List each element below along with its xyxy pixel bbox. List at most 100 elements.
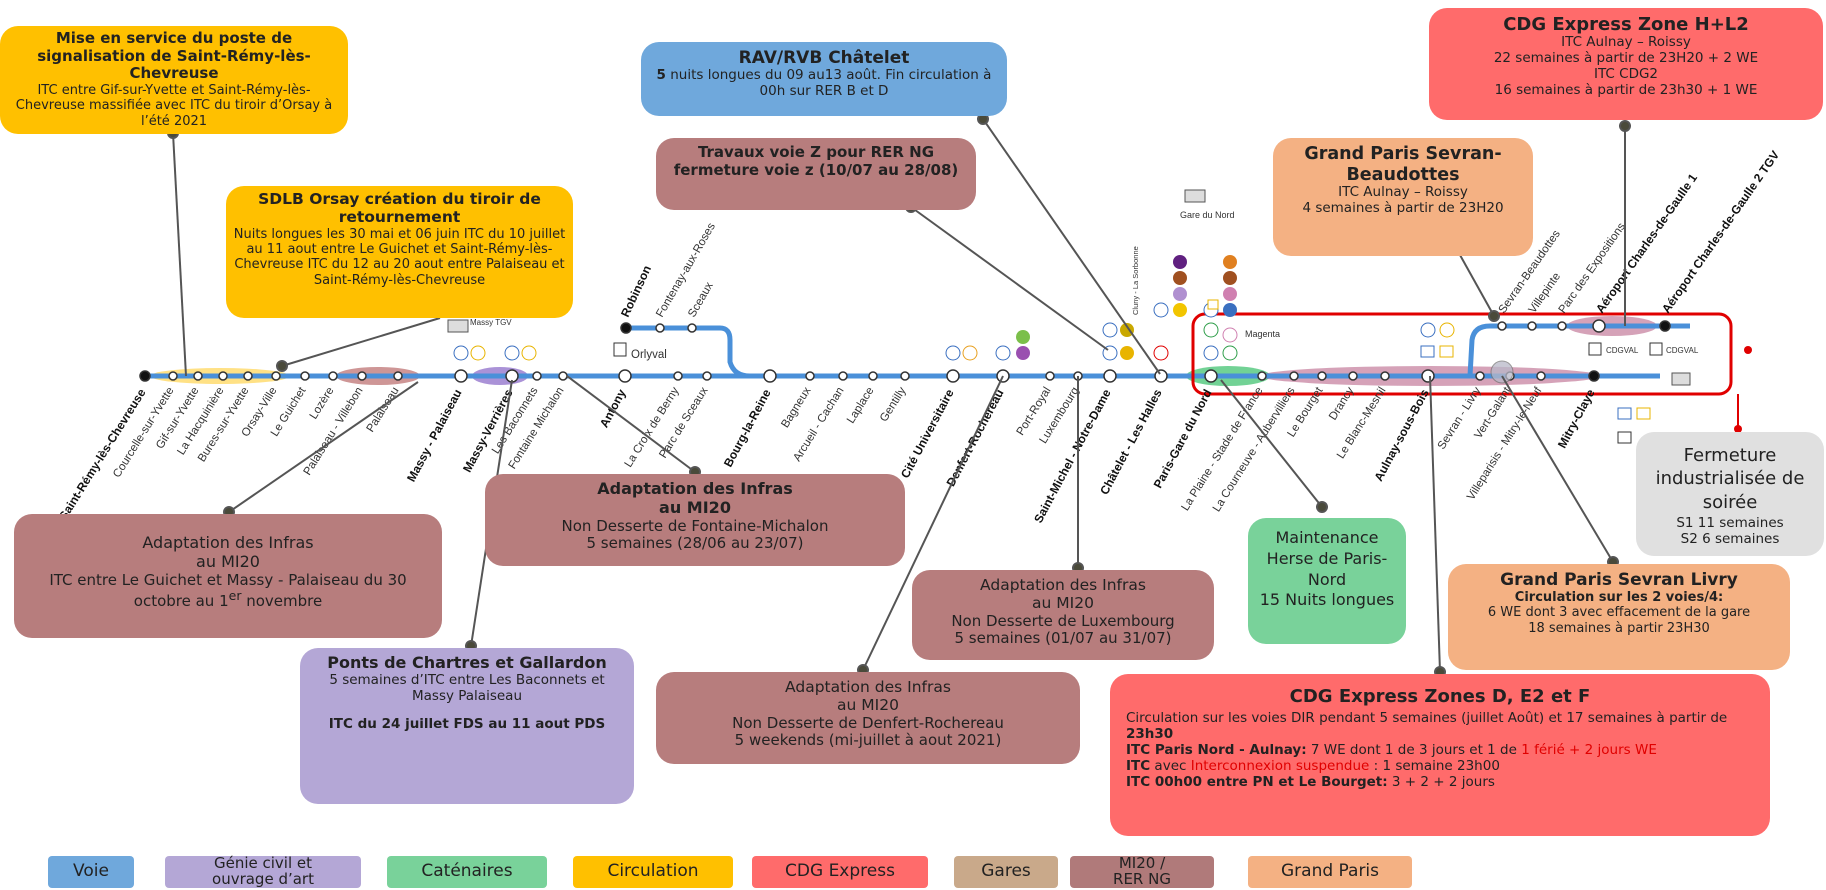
legend-cdg-label: CDG Express	[785, 861, 895, 882]
k-badge-mitry	[1636, 407, 1651, 420]
cdg-h-line1: ITC Aulnay – Roissy	[1561, 34, 1691, 51]
cdg-h-line4: 16 semaines à partir de 23h30 + 1 WE	[1494, 82, 1758, 98]
cluny-label: Cluny - La Sorbonne	[1131, 246, 1140, 315]
gp-livry-line3: 18 semaines à partir 23H30	[1528, 620, 1710, 636]
connector-maintenance	[1220, 379, 1323, 508]
tram-4-badge-aulnay	[1439, 322, 1455, 338]
travaux-z-title: Travaux voie Z pour RER NG fermeture voi…	[673, 143, 959, 179]
station-label-lozere: Lozère	[308, 385, 337, 421]
adapt-lux-title2: au MI20	[1032, 594, 1094, 613]
legend-genie-label-2: ouvrage d’art	[212, 870, 314, 888]
station-dot-croix	[673, 371, 683, 381]
bus-badge-mitry	[1617, 407, 1632, 420]
connector-dot-gp-beaudottes	[1488, 310, 1500, 322]
rer-c-badge-st-michel	[1120, 346, 1134, 360]
adapt-denfert-title1: Adaptation des Infras	[785, 678, 951, 696]
orlyval-label: Orlyval	[631, 349, 667, 361]
station-label-denfert: Denfert-Rochereau	[944, 387, 1007, 489]
station-dot-arcueil	[838, 371, 848, 381]
connector-adapt-fontaine	[566, 375, 696, 473]
metro-6-badge-denfert	[1016, 330, 1030, 344]
station-dot-gentilly	[900, 371, 910, 381]
ponts-line2: ITC du 24 juillet FDS au 11 aout PDS	[328, 715, 606, 732]
station-label-massy-pal: Massy - Palaiseau	[404, 387, 465, 484]
station-label-gentilly: Gentilly	[878, 385, 909, 424]
legend-grandparis-label: Grand Paris	[1280, 861, 1380, 882]
adapt-denfert-line2: 5 weekends (mi-juillet à aout 2021)	[734, 731, 1002, 750]
adapt-fontaine-line1: Non Desserte de Fontaine-Michalon	[561, 516, 829, 535]
fermeture-title: Fermeture industrialisée de soirée	[1655, 445, 1805, 513]
cdgval-label-1: CDGVAL	[1606, 346, 1639, 355]
plane-badge-cdgval-1	[1588, 342, 1602, 356]
rer-a-badge-chatelet	[1153, 345, 1169, 361]
rer-d-badge-2-gare-nord	[1222, 345, 1238, 361]
station-dot-bures	[243, 371, 253, 381]
box-rav: RAV/RVB Châtelet 5 nuits longues du 09 a…	[641, 42, 1007, 116]
station-dot-robinson	[620, 322, 632, 334]
cdg-d-line3-bold: ITC	[1126, 758, 1151, 774]
gp-livry-title: Grand Paris Sevran Livry	[1500, 570, 1738, 590]
cdg-d-line1-bold: 23h30	[1126, 726, 1174, 743]
box-gp-beaudottes: Grand Paris Sevran-Beaudottes ITC Aulnay…	[1273, 138, 1533, 256]
k-badge-aulnay	[1439, 345, 1454, 358]
ponts-line1: 5 semaines d’ITC entre Les Baconnets et …	[329, 671, 605, 704]
legend-catenaires-label: Caténaires	[421, 861, 513, 882]
cdgval-label-2: CDGVAL	[1666, 346, 1699, 355]
station-label-mitry: Mitry-Claye	[1555, 387, 1598, 451]
station-dot-fontaine	[558, 371, 568, 381]
station-dot-antony	[618, 369, 632, 383]
station-label-villebon: Palaiseau - Villebon	[302, 385, 366, 477]
magenta-label: Magenta	[1245, 329, 1280, 339]
box-fermeture: Fermeture industrialisée de soirée S1 11…	[1636, 432, 1824, 556]
cdg-d-line3-end: : 1 semaine 23h00	[1369, 758, 1500, 774]
station-label-sceaux: Sceaux	[686, 280, 716, 319]
box-adapt-left: Adaptation des Infras au MI20 ITC entre …	[14, 514, 442, 638]
station-label-drancy: Drancy	[1327, 385, 1357, 422]
cdg-branch	[1467, 323, 1690, 377]
station-dot-palaiseau	[393, 371, 403, 381]
metro-10-badge-cluny	[1120, 323, 1134, 337]
adapt-left-body-end: novembre	[241, 592, 323, 611]
rer-badge-massy-verrieres	[504, 345, 520, 361]
maintenance-line1: 15 Nuits longues	[1259, 590, 1395, 610]
gp-livry-line2: 6 WE dont 3 avec effacement de la gare	[1487, 605, 1751, 621]
connector-dot-maintenance	[1316, 501, 1328, 513]
station-dot-villebon	[357, 371, 367, 381]
station-dot-gare-nord	[1204, 369, 1218, 383]
train-icon-cdg2	[1671, 372, 1691, 386]
connector-travaux-z	[910, 206, 1109, 351]
train-badge-mitry	[1617, 431, 1632, 444]
box-cdg-h: CDG Express Zone H+L2 ITC Aulnay – Roiss…	[1429, 8, 1823, 120]
station-dot-courneuve	[1289, 371, 1299, 381]
mise-service-title: Mise en service du poste de signalisatio…	[37, 29, 311, 83]
box-adapt-fontaine: Adaptation des Infras au MI20 Non Desser…	[485, 474, 905, 566]
rer-c-badge-massy	[470, 345, 486, 361]
station-dot-chatelet	[1154, 369, 1168, 383]
connector-dot-sdlb	[276, 360, 288, 372]
adapt-fontaine-line2: 5 semaines (28/06 au 23/07)	[586, 534, 804, 553]
box-travaux-z: Travaux voie Z pour RER NG fermeture voi…	[656, 138, 976, 210]
adapt-fontaine-title2: au MI20	[659, 497, 731, 517]
box-maintenance: Maintenance Herse de Paris-Nord 15 Nuits…	[1248, 518, 1406, 644]
cdg-d-line3: ITC avec Interconnexion suspendue : 1 se…	[1126, 758, 1754, 775]
massy-tgv-label: Massy TGV	[470, 318, 512, 327]
cdg-d-line2-text: 7 WE dont 1 de 3 jours et 1 de	[1306, 742, 1522, 759]
bus-badge-aulnay	[1420, 345, 1435, 358]
legend-circulation: Circulation	[573, 856, 733, 888]
gp-livry-line1: Circulation sur les 2 voies/4:	[1514, 590, 1724, 606]
adapt-lux-line1: Non Desserte de Luxembourg	[951, 611, 1175, 630]
station-dot-bourget	[1317, 371, 1327, 381]
fermeture-line1: S1 11 semaines	[1676, 515, 1784, 532]
legend-mi20-label-1: MI20 /	[1118, 854, 1166, 873]
station-label-bourg: Bourg-la-Reine	[721, 387, 774, 470]
adapt-left-sup: er	[228, 588, 242, 604]
legend-mi20-label-2: RER NG	[1113, 870, 1171, 888]
station-dot-aulnay	[1421, 369, 1435, 383]
connector-gp-beaudottes	[1459, 254, 1495, 317]
sdlb-body: Nuits longues les 30 mai et 06 juin ITC …	[233, 226, 566, 288]
tram-badge-cite	[945, 345, 961, 361]
legend-genie-label-1: Génie civil et	[213, 854, 313, 873]
box-adapt-lux: Adaptation des Infras au MI20 Non Desser…	[912, 570, 1214, 660]
adapt-left-body: ITC entre Le Guichet et Massy - Palaisea…	[22, 571, 434, 611]
station-label-antony: Antony	[597, 387, 629, 430]
